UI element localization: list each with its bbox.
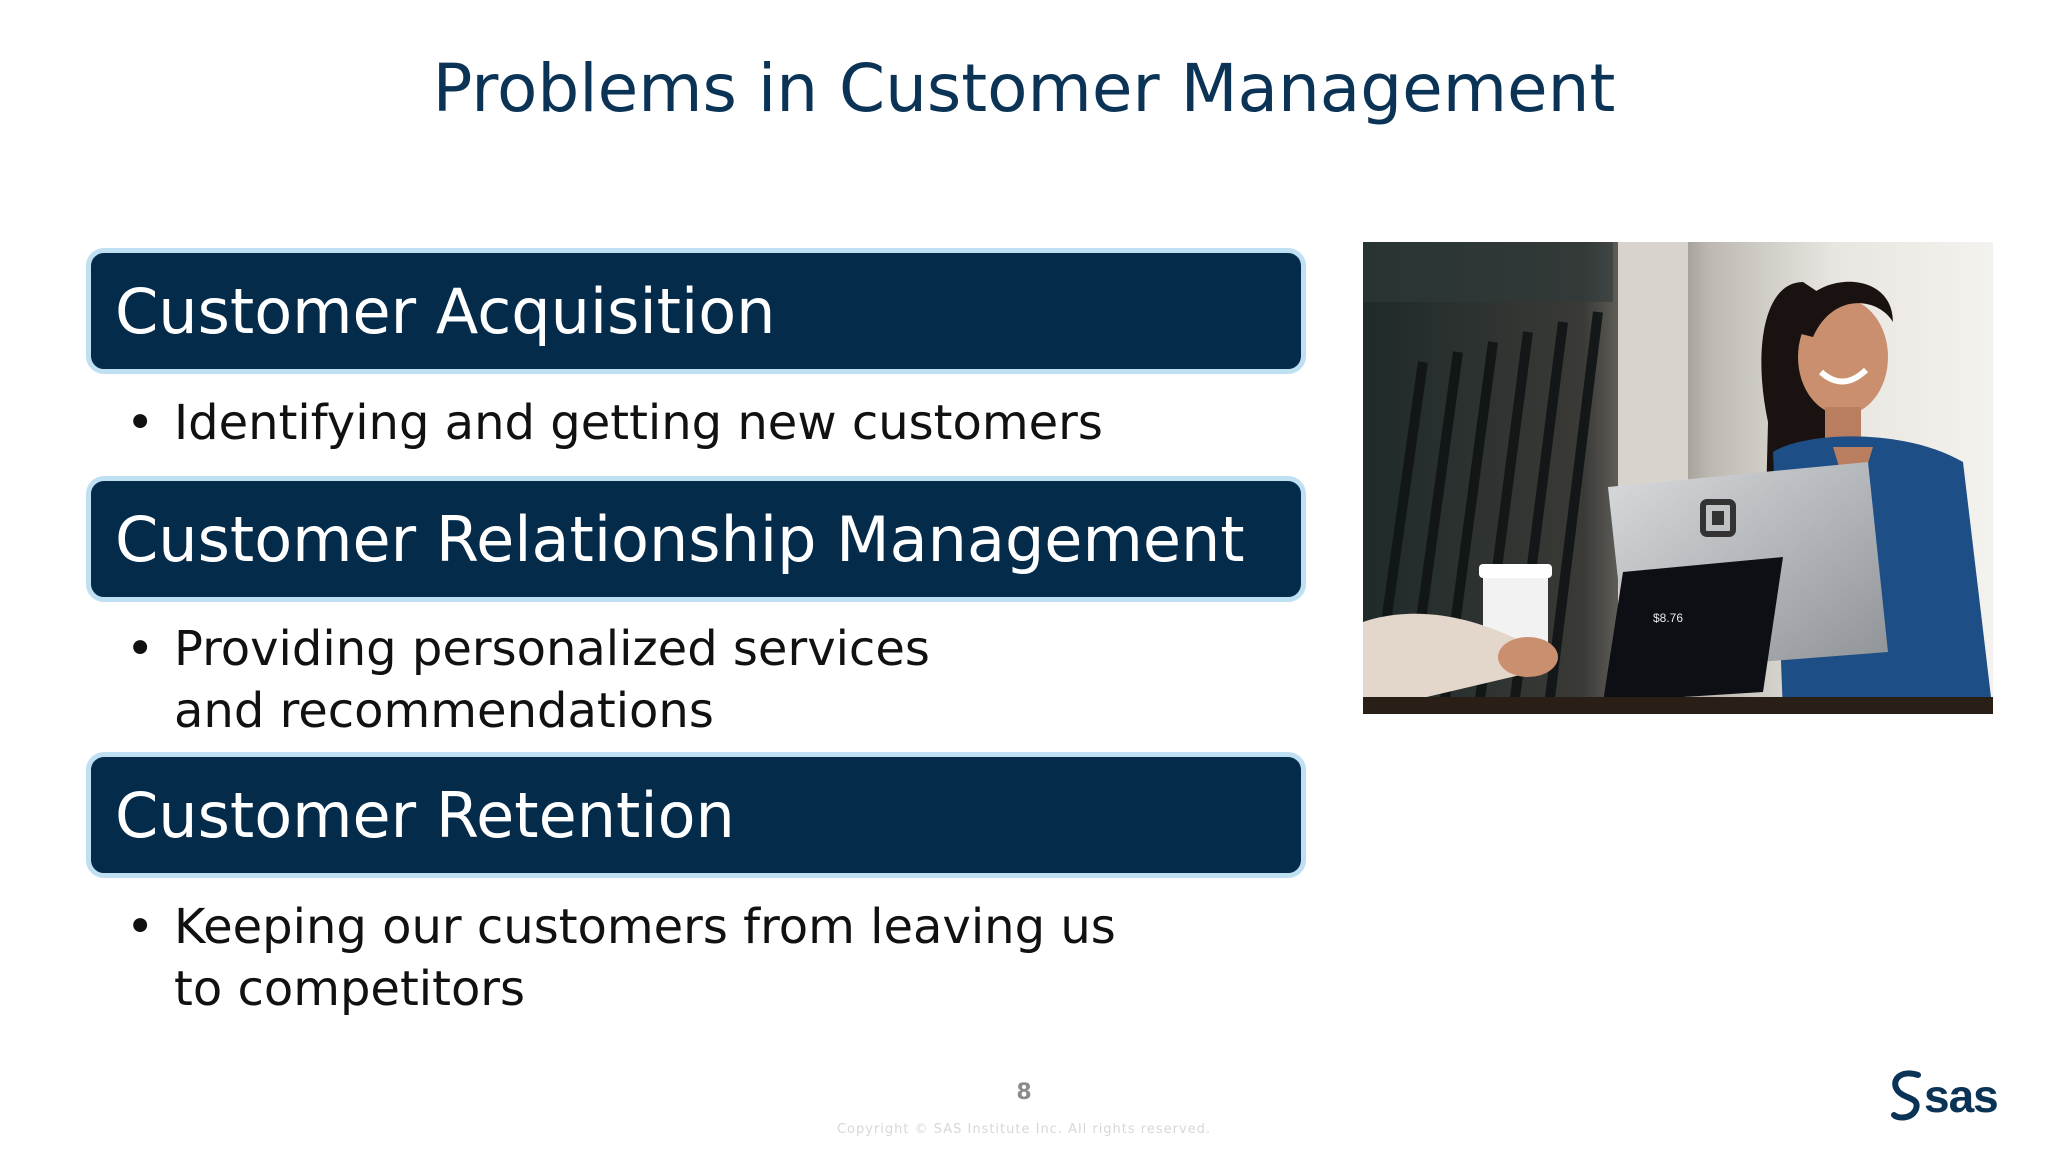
section-heading-customer-acquisition: Customer Acquisition: [86, 248, 1306, 374]
bullet-item: • Identifying and getting new customers: [126, 392, 1266, 454]
bullet-item: • Providing personalized services and re…: [126, 618, 1026, 742]
bullet-text: Providing personalized services and reco…: [174, 621, 930, 739]
section-heading-customer-retention: Customer Retention: [86, 752, 1306, 878]
sas-logo-icon: [1891, 1070, 1921, 1121]
section-heading-text: Customer Retention: [115, 778, 735, 852]
copyright-text: Copyright © SAS Institute Inc. All right…: [836, 1122, 1212, 1137]
section-heading-customer-relationship-management: Customer Relationship Management: [86, 476, 1306, 602]
page-number: 8: [1016, 1080, 1032, 1105]
customer-photo: $8.76: [1363, 242, 1993, 714]
bullet-text: Identifying and getting new customers: [174, 395, 1103, 451]
screen-price: $8.76: [1653, 611, 1683, 625]
section-heading-text: Customer Relationship Management: [115, 502, 1245, 576]
bullet-text: Keeping our customers from leaving us to…: [174, 899, 1116, 1017]
sas-logo: sas: [1890, 1068, 2020, 1124]
bullet-item: • Keeping our customers from leaving us …: [126, 896, 1146, 1020]
bullet-dot: •: [126, 395, 155, 451]
customer-photo-illustration: $8.76: [1363, 242, 1993, 714]
slide-title: Problems in Customer Management: [432, 50, 1616, 127]
bullet-dot: •: [126, 899, 155, 955]
sas-logo-text: sas: [1924, 1070, 1999, 1122]
bullet-dot: •: [126, 621, 155, 677]
section-heading-text: Customer Acquisition: [115, 274, 776, 348]
